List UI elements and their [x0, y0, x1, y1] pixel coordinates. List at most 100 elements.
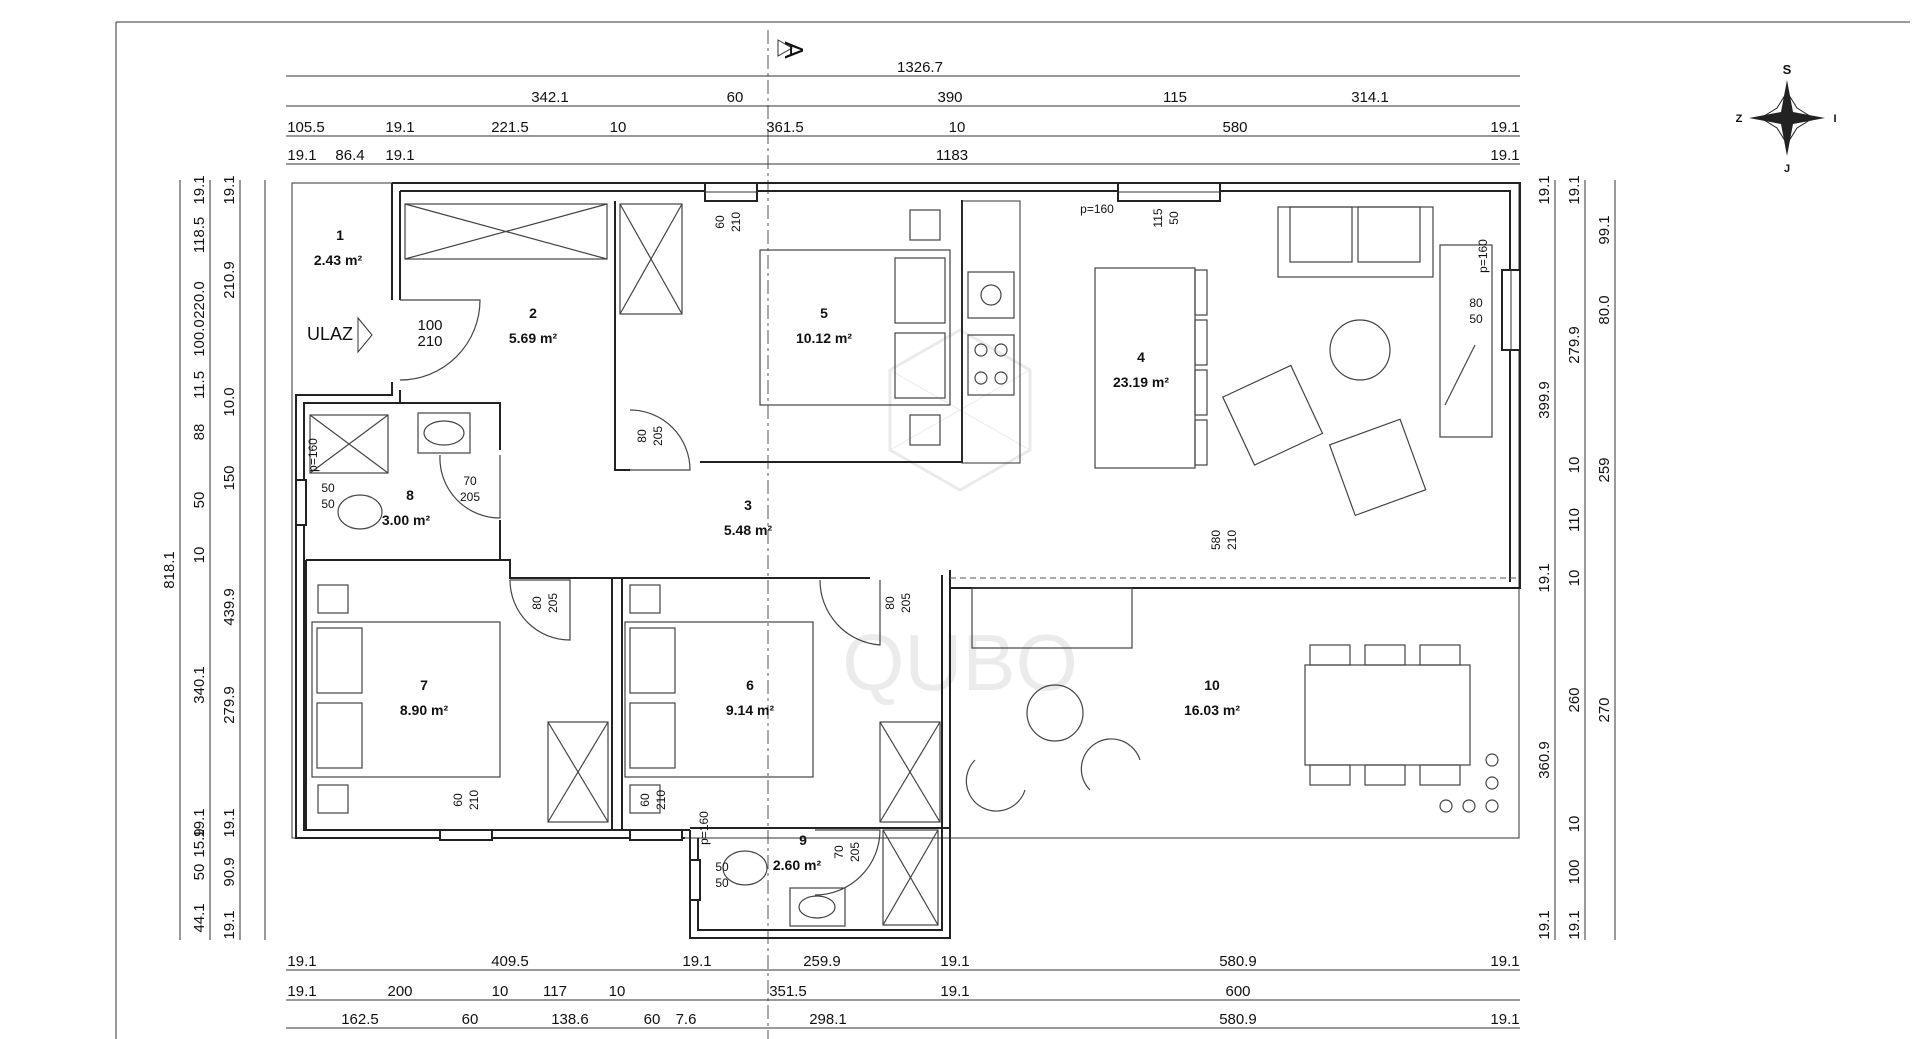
right-dims-col2-1: 279.9 [1566, 326, 1583, 364]
doors [399, 299, 881, 896]
svg-text:5.48 m²: 5.48 m² [724, 522, 773, 538]
compass-west: Z [1736, 113, 1743, 125]
left-dims-col2-1: 118.5 [191, 217, 208, 253]
top-dims-row3-3: 10 [610, 119, 627, 136]
svg-text:210: 210 [467, 790, 481, 810]
left-dims-col3-4: 439.9 [221, 588, 238, 626]
left-dims-col3-2: 10.0 [221, 387, 238, 416]
left-dims-col3-8: 19.1 [221, 910, 238, 939]
walls [295, 182, 1521, 939]
right-dims-col2-6: 10 [1566, 816, 1583, 833]
room-9: 92.60 m² [773, 832, 822, 873]
furniture [309, 203, 1499, 927]
svg-text:50: 50 [1167, 211, 1181, 225]
room-2: 25.69 m² [509, 305, 558, 346]
svg-text:9.14 m²: 9.14 m² [726, 702, 775, 718]
svg-text:3: 3 [744, 497, 752, 513]
bottom-dims-row3-1: 60 [462, 1011, 479, 1028]
bottom-dims-row2-2: 10 [492, 983, 509, 1000]
room-3: 3 5.48 m² [724, 497, 773, 538]
svg-text:4: 4 [1137, 349, 1145, 365]
svg-text:6: 6 [746, 677, 754, 693]
left-dims-col2-5: 88 [191, 424, 208, 441]
plot-outline [291, 182, 1520, 839]
bottom-dims-row1-0: 19.1 [287, 953, 316, 970]
right-dims-col3-0: 99.1 [1596, 215, 1613, 244]
svg-text:9: 9 [799, 832, 807, 848]
svg-text:60: 60 [638, 793, 652, 807]
right-dims-col2-0: 19.1 [1566, 175, 1583, 204]
svg-text:16.03 m²: 16.03 m² [1184, 702, 1240, 718]
room-7: 7 8.90 m² [400, 677, 449, 718]
svg-text:50: 50 [715, 876, 729, 890]
left-dims-col2-7: 10 [191, 547, 208, 564]
bottom-dims-row2-6: 19.1 [940, 983, 969, 1000]
right-dims-col2-7: 100 [1566, 859, 1583, 884]
svg-text:10.12 m²: 10.12 m² [796, 330, 852, 346]
left-dims-col3-5: 279.9 [221, 686, 238, 724]
left-dims-col2-3: 100.0 [191, 319, 208, 357]
svg-text:580: 580 [1209, 530, 1223, 550]
svg-text:210: 210 [729, 212, 743, 232]
window-marks [295, 182, 1521, 901]
right-dims-col1-3: 360.9 [1536, 741, 1553, 779]
bottom-dims-row2-4: 10 [609, 983, 626, 1000]
svg-text:2.43 m²: 2.43 m² [314, 252, 363, 268]
room-8: 83.00 m² [382, 487, 431, 528]
left-dims-col2-9: 19.1 [191, 808, 208, 837]
bottom-dims-row2-1: 200 [387, 983, 412, 1000]
room-labels: 12.43 m² 25.69 m² 35.48 m² 423.19 m² 510… [307, 227, 1240, 873]
compass-east: I [1833, 113, 1836, 125]
svg-text:205: 205 [651, 426, 665, 446]
svg-text:50: 50 [321, 481, 335, 495]
bottom-dims-row3-5: 298.1 [809, 1011, 847, 1028]
svg-text:80: 80 [1469, 296, 1483, 310]
top-dims-row4-4: 19.1 [1490, 147, 1519, 164]
room-6: 6 9.14 m² [726, 677, 775, 718]
bottom-dims-row3-7: 19.1 [1490, 1011, 1519, 1028]
top-dims-row2-3: 115 [1163, 89, 1187, 106]
bottom-dims-row1-3: 259.9 [803, 953, 841, 970]
section-marker-label: A [779, 41, 809, 59]
top-dims-row3-4: 361.5 [766, 119, 804, 136]
right-dims-col2-8: 19.1 [1566, 910, 1583, 939]
room-4: 4 23.19 m² [1113, 349, 1169, 390]
right-dims-col3-1: 80.0 [1596, 295, 1613, 324]
svg-text:205: 205 [546, 593, 560, 613]
svg-text:8.90 m²: 8.90 m² [400, 702, 449, 718]
bottom-dims-row2-0: 19.1 [287, 983, 316, 1000]
left-dims-col2-10: 50 [191, 864, 208, 881]
left-dims-col3-7: 90.9 [221, 857, 238, 886]
svg-text:2: 2 [529, 305, 537, 321]
bottom-dims-row2-5: 351.5 [769, 983, 807, 1000]
svg-text:205: 205 [460, 490, 480, 504]
left-dims-col3-6: 19.1 [221, 808, 238, 837]
bottom-dims-row1-5: 580.9 [1219, 953, 1257, 970]
svg-text:7: 7 [420, 677, 428, 693]
right-dims-col1-1: 399.9 [1536, 381, 1553, 419]
top-dims-row2-4: 314.1 [1351, 89, 1389, 106]
top-dims-row3-0: 105.5 [287, 119, 325, 136]
top-dims-row2-1: 60 [727, 89, 744, 106]
top-dims-row2-2: 390 [937, 89, 962, 106]
left-dims-col2-11: 15.9 [191, 828, 208, 857]
parapet-2: p=160 [1476, 239, 1490, 273]
right-dims-col1-0: 19.1 [1536, 175, 1553, 204]
svg-text:115: 115 [1151, 208, 1165, 227]
left-dims-col2-12: 44.1 [191, 903, 208, 932]
right-dims-col2-5: 260 [1566, 687, 1583, 712]
svg-text:23.19 m²: 23.19 m² [1113, 374, 1169, 390]
svg-text:QUBO: QUBO [842, 618, 1078, 707]
bottom-dims-row1-4: 19.1 [940, 953, 969, 970]
left-dims-col3-3: 150 [221, 465, 238, 490]
parapet-4: p=160 [697, 811, 711, 845]
